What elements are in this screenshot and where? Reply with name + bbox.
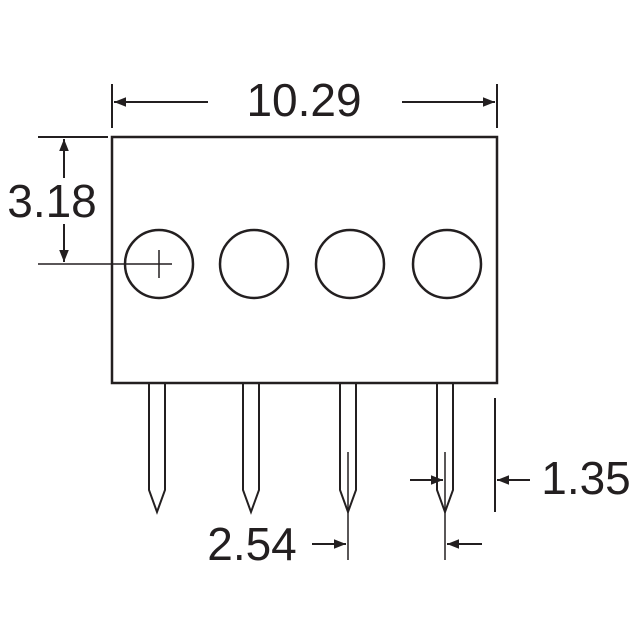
hole-4 xyxy=(411,228,483,300)
dim-pin-pitch: 2.54 xyxy=(207,452,482,570)
pin-1 xyxy=(148,383,166,515)
pin-2 xyxy=(242,383,260,515)
dim-overall-width-label: 10.29 xyxy=(246,74,361,126)
dim-pin-length-label: 1.35 xyxy=(541,452,631,504)
hole-2 xyxy=(218,228,290,300)
holes xyxy=(123,228,483,300)
hole-3 xyxy=(314,228,386,300)
dim-pin-length: 1.35 xyxy=(410,398,631,512)
pins xyxy=(148,383,454,515)
dim-pin-row-offset: 3.18 xyxy=(7,136,172,265)
body-outline xyxy=(110,135,499,385)
dim-overall-width: 10.29 xyxy=(111,74,498,128)
dim-pin-row-offset-label: 3.18 xyxy=(7,175,97,227)
dim-pin-pitch-label: 2.54 xyxy=(207,518,297,570)
